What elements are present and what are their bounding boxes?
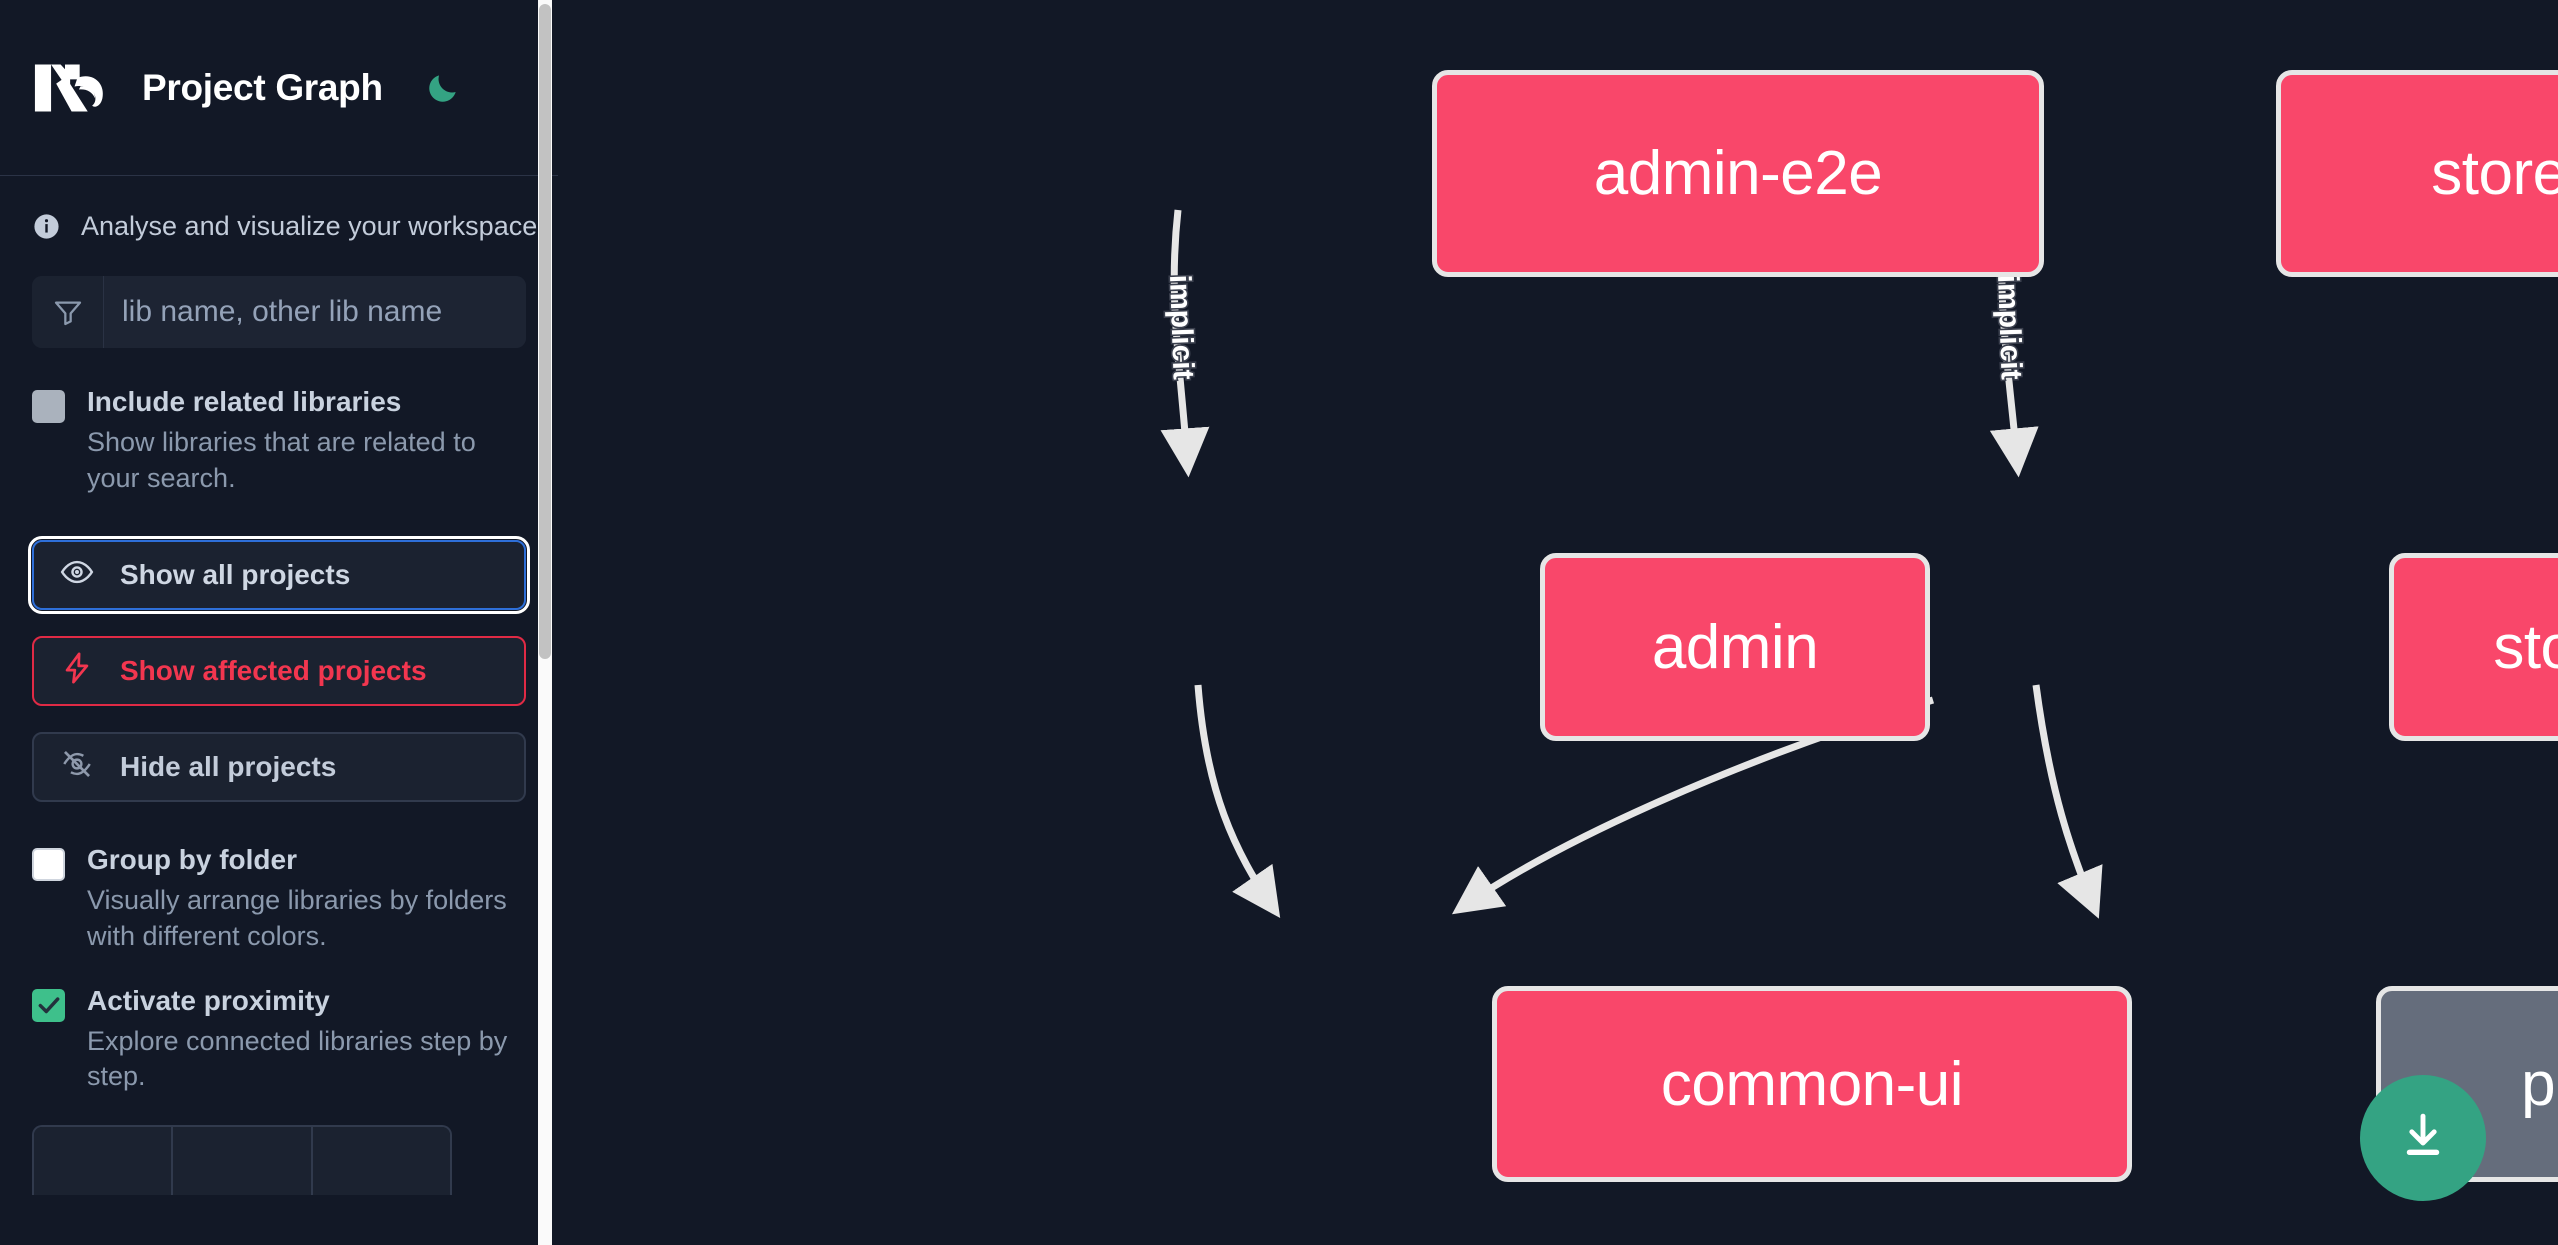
node-label: admin-e2e [1593, 139, 1883, 208]
graph-node-store-e2e[interactable]: store-e2e [2276, 70, 2558, 277]
info-icon [32, 212, 61, 241]
segmented-control[interactable] [32, 1124, 452, 1195]
hide-all-projects-button[interactable]: Hide all projects [32, 732, 526, 803]
header-divider [0, 175, 558, 176]
nx-logo [32, 57, 120, 119]
sidebar-header: Project Graph [0, 0, 558, 175]
checkbox-label: Group by folder [87, 844, 297, 876]
eye-icon [60, 555, 94, 596]
edge-admin-to-common-ui [1194, 684, 1281, 919]
edge-store-to-products [2032, 684, 2103, 919]
hide-all-projects-label: Hide all projects [120, 751, 337, 783]
edge-admin-e2e-to-admin [1160, 209, 1210, 478]
node-label: products [2521, 1049, 2558, 1119]
moon-icon[interactable] [421, 66, 465, 110]
filter-funnel-icon [32, 276, 104, 348]
checkbox-activate-proximity[interactable]: Activate proximity Explore connected lib… [32, 983, 526, 1095]
sidebar-scrollbar-thumb[interactable] [539, 4, 551, 659]
filter-field[interactable] [32, 276, 526, 348]
checkbox-description: Explore connected libraries step by step… [87, 1025, 508, 1092]
checkbox-include-related-libraries[interactable]: Include related libraries Show libraries… [32, 384, 526, 496]
checkbox-label: Include related libraries [87, 386, 402, 417]
graph-node-store[interactable]: store [2389, 553, 2558, 741]
graph-node-admin-e2e[interactable]: admin-e2e [1432, 70, 2044, 277]
graph-node-admin[interactable]: admin [1540, 553, 1930, 741]
segment-2[interactable] [173, 1126, 313, 1195]
graph-node-common-ui[interactable]: common-ui [1492, 986, 2132, 1182]
checkbox-box[interactable] [32, 988, 65, 1022]
graph-edges-layer: implicit implicit [1160, 209, 2103, 919]
checkbox-label: Activate proximity [87, 984, 330, 1016]
segment-3[interactable] [312, 1126, 450, 1195]
edge-label-implicit-admin: implicit [1163, 274, 1200, 380]
page-title: Project Graph [142, 66, 383, 108]
node-label: common-ui [1660, 1049, 1964, 1119]
graph-canvas[interactable]: implicit implicit admin-e2e store-e2e ad… [558, 0, 2558, 1245]
node-label: store-e2e [2431, 139, 2558, 208]
show-affected-projects-button[interactable]: Show affected projects [32, 636, 526, 707]
show-affected-projects-label: Show affected projects [120, 655, 427, 687]
checkbox-box[interactable] [32, 390, 65, 423]
show-all-projects-button[interactable]: Show all projects [28, 536, 530, 615]
checkbox-group-by-folder[interactable]: Group by folder Visually arrange librari… [32, 842, 526, 954]
edge-label-implicit-store: implicit [1991, 274, 2028, 380]
sidebar-scroll-region[interactable]: Project Graph [0, 0, 558, 1245]
checkbox-description: Visually arrange libraries by folders wi… [87, 885, 507, 951]
analyse-row: Analyse and visualize your workspace. [32, 176, 545, 276]
download-icon [2395, 1108, 2451, 1169]
node-label: admin [1651, 612, 1819, 682]
checkbox-description: Show libraries that are related to your … [87, 427, 476, 493]
sidebar-body: Analyse and visualize your workspace. In… [0, 176, 558, 1195]
node-label: store [2493, 612, 2558, 682]
analyse-text: Analyse and visualize your workspace. [81, 210, 545, 241]
lightning-bolt-icon [60, 651, 94, 692]
checkbox-box[interactable] [32, 848, 65, 882]
search-input[interactable] [104, 276, 526, 348]
segment-1[interactable] [34, 1126, 174, 1195]
download-button[interactable] [2360, 1075, 2486, 1201]
show-all-projects-label: Show all projects [120, 559, 351, 591]
eye-off-icon [60, 747, 94, 788]
sidebar: Project Graph [0, 0, 558, 1245]
projects-action-buttons: Show all projects Show affected projects [28, 536, 530, 803]
sidebar-scrollbar[interactable] [538, 0, 552, 1245]
